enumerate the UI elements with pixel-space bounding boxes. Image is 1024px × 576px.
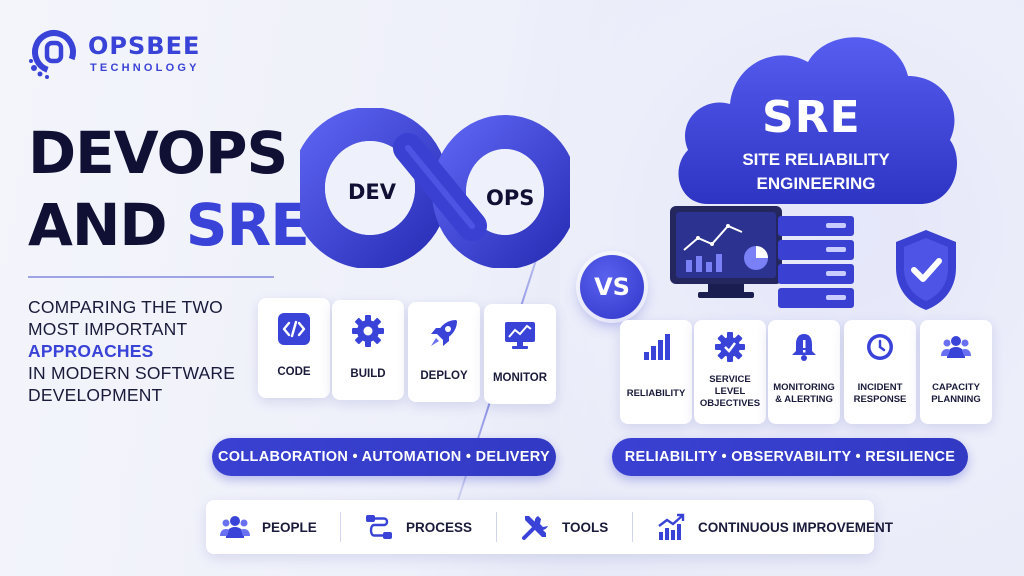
sre-card-label-line: INCIDENT: [857, 382, 903, 393]
monitor-chart-icon: [505, 322, 535, 349]
ops-label: OPS: [486, 186, 535, 210]
bar-item-process: PROCESS: [364, 500, 472, 554]
devops-card-deploy: DEPLOY: [408, 302, 480, 402]
people-icon: [941, 336, 971, 358]
sre-subtitle-line-2: ENGINEERING: [756, 174, 876, 193]
title-line-2-accent: SRE: [185, 191, 310, 259]
sre-card-monitoring: MONITORING & ALERTING: [768, 320, 840, 424]
bar-item-continuous-improvement: CONTINUOUS IMPROVEMENT: [656, 500, 893, 554]
sre-card-label-line: OBJECTIVES: [699, 398, 761, 409]
sre-title: SRE: [762, 92, 861, 143]
shared-foundations-bar: PEOPLE PROCESS TOOLS CONTINUOUS IMPROVEM…: [206, 500, 893, 554]
devops-card-label: BUILD: [350, 368, 386, 380]
bar-separator: [340, 512, 341, 542]
cloud-icon: [678, 37, 958, 205]
brand-name: OPSBEE: [88, 32, 201, 60]
subtitle-line-1: COMPARING THE TWO: [28, 297, 223, 317]
sre-card-label-line: SERVICE: [709, 374, 751, 385]
subtitle-line-3: APPROACHES: [28, 341, 154, 361]
shield-check-icon: [896, 230, 956, 310]
sre-subtitle-line-1: SITE RELIABILITY: [742, 150, 890, 169]
sre-card-label: CAPACITY PLANNING: [920, 382, 992, 406]
process-flow-icon: [366, 515, 392, 539]
subtitle: COMPARING THE TWO MOST IMPORTANT APPROAC…: [28, 296, 258, 406]
title-line-1: DEVOPS: [28, 119, 288, 187]
opsbee-logo-icon: [29, 30, 76, 79]
devops-card-label: DEPLOY: [420, 370, 468, 382]
title-line-2: AND SRE: [28, 196, 310, 254]
subtitle-line-5: DEVELOPMENT: [28, 385, 163, 405]
sre-card-label: MONITORING & ALERTING: [768, 382, 840, 406]
bar-item-tools: TOOLS: [520, 500, 608, 554]
bell-icon: [792, 334, 816, 361]
sre-card-label: RELIABILITY: [620, 388, 692, 400]
title-line-2-prefix: AND: [28, 191, 186, 259]
bar-chart-icon: [644, 334, 670, 360]
sre-card-label-line: MONITORING: [773, 382, 835, 393]
bar-separator: [496, 512, 497, 542]
subtitle-line-4: IN MODERN SOFTWARE: [28, 363, 236, 383]
subtitle-line-2: MOST IMPORTANT: [28, 319, 188, 339]
sre-card-label: INCIDENT RESPONSE: [844, 382, 916, 406]
sre-card-capacity: CAPACITY PLANNING: [920, 320, 992, 424]
dev-label: DEV: [348, 180, 397, 204]
sre-card-incident: INCIDENT RESPONSE: [844, 320, 916, 424]
devops-card-code: CODE: [258, 298, 330, 398]
devops-card-monitor: MONITOR: [484, 304, 556, 404]
sre-card-label-line: LEVEL: [714, 386, 746, 397]
title-underline: [28, 276, 274, 278]
server-rack-icon: [778, 216, 854, 308]
sre-card-label: SERVICE LEVEL OBJECTIVES: [694, 374, 766, 410]
sre-principles-pill: RELIABILITY • OBSERVABILITY • RESILIENCE: [612, 438, 968, 476]
sre-card-label-line: CAPACITY: [932, 382, 980, 393]
devops-principles-pill: COLLABORATION • AUTOMATION • DELIVERY: [212, 438, 556, 476]
gear-icon: [352, 315, 384, 347]
people-icon: [220, 516, 250, 538]
bar-item-label: TOOLS: [562, 519, 609, 535]
code-icon: [278, 313, 310, 345]
devops-card-label: MONITOR: [492, 372, 548, 384]
sre-card-label-line: RELIABILITY: [626, 388, 686, 399]
brand-tagline: TECHNOLOGY: [90, 62, 200, 74]
tools-icon: [522, 516, 548, 540]
sre-card-slo: SERVICE LEVEL OBJECTIVES: [694, 320, 766, 424]
bar-item-label: CONTINUOUS IMPROVEMENT: [698, 519, 894, 535]
bar-item-label: PROCESS: [406, 519, 473, 535]
brand-logo: OPSBEE TECHNOLOGY: [26, 26, 236, 82]
sre-card-reliability: RELIABILITY: [620, 320, 692, 424]
rocket-icon: [431, 320, 457, 346]
sre-card-label-line: PLANNING: [931, 394, 981, 405]
infinity-loop-icon: [300, 108, 570, 268]
growth-chart-icon: [658, 513, 685, 540]
vs-badge: VS: [580, 255, 644, 319]
bar-separator: [632, 512, 633, 542]
bar-item-label: PEOPLE: [262, 519, 317, 535]
bar-item-people: PEOPLE: [220, 500, 317, 554]
gear-check-icon: [715, 332, 745, 362]
devops-card-label: CODE: [277, 366, 311, 378]
clock-icon: [867, 334, 893, 360]
devops-card-build: BUILD: [332, 300, 404, 400]
sre-card-label-line: & ALERTING: [775, 394, 833, 405]
sre-card-label-line: RESPONSE: [853, 394, 907, 405]
dashboard-monitor-icon: [670, 206, 782, 298]
